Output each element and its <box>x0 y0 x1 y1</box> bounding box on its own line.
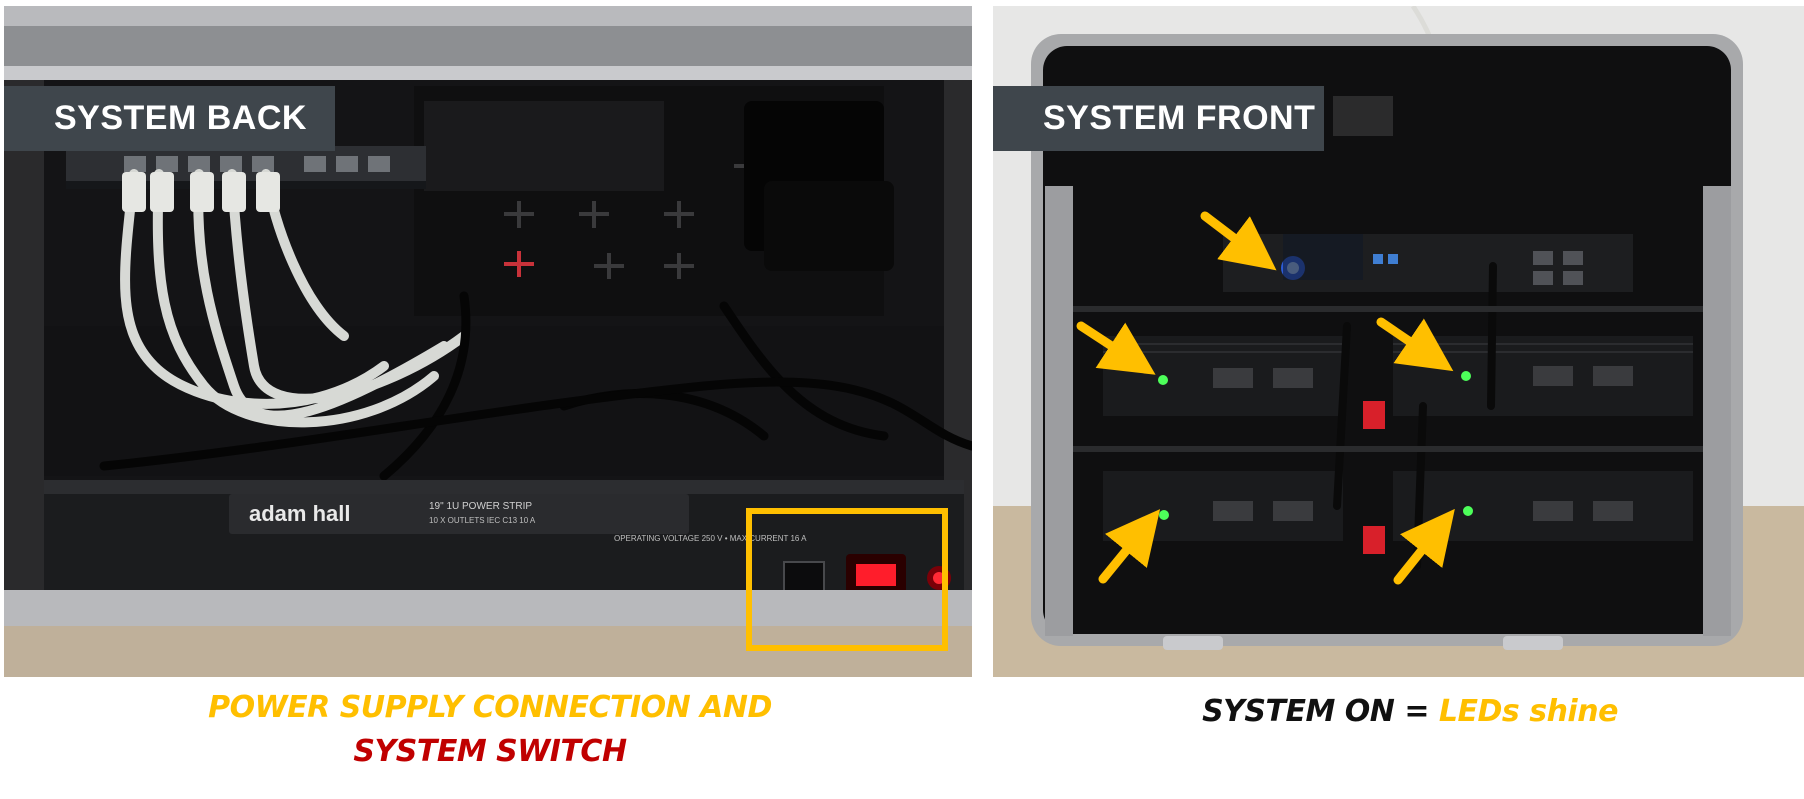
power-strip-model: 19" 1U POWER STRIP <box>429 501 532 512</box>
power-strip-voltage: OPERATING VOLTAGE 250 V • MAX CURRENT 16… <box>614 534 807 543</box>
arrow-shelf2-right <box>1393 508 1455 585</box>
caption-left-line2: SYSTEM SWITCH <box>353 734 627 769</box>
system-front-illustration <box>993 6 1804 677</box>
power-strip-outlets: 10 X OUTLETS IEC C13 10 A <box>429 516 536 525</box>
arrow-shelf1-right <box>1376 317 1454 372</box>
led-shelf2-left <box>1159 510 1169 520</box>
led-shelf1-right <box>1461 371 1471 381</box>
led-shelf2-right <box>1463 506 1473 516</box>
system-front-photo: SYSTEM FRONT <box>993 6 1804 677</box>
caption-system-on: SYSTEM ON = LEDs shine <box>1150 690 1670 734</box>
caption-left-line1: POWER SUPPLY CONNECTION AND <box>208 690 772 725</box>
system-front-label: SYSTEM FRONT <box>993 86 1324 151</box>
led-shelf1-left <box>1158 375 1168 385</box>
system-back-photo: adam hall 19" 1U POWER STRIP 10 X OUTLET… <box>4 6 972 677</box>
caption-right-part1: SYSTEM ON = <box>1202 694 1439 729</box>
caption-right-part2: LEDs shine <box>1438 694 1619 729</box>
system-back-illustration: adam hall 19" 1U POWER STRIP 10 X OUTLET… <box>4 6 972 677</box>
arrow-shelf1-left <box>1076 321 1156 375</box>
power-highlight-box <box>746 508 948 651</box>
system-back-label: SYSTEM BACK <box>4 86 335 151</box>
power-strip-brand: adam hall <box>249 501 350 526</box>
caption-power-supply: POWER SUPPLY CONNECTION AND SYSTEM SWITC… <box>170 686 810 774</box>
arrow-top-led <box>1200 211 1277 271</box>
arrow-shelf2-left <box>1098 509 1161 584</box>
power-switch <box>856 564 896 586</box>
